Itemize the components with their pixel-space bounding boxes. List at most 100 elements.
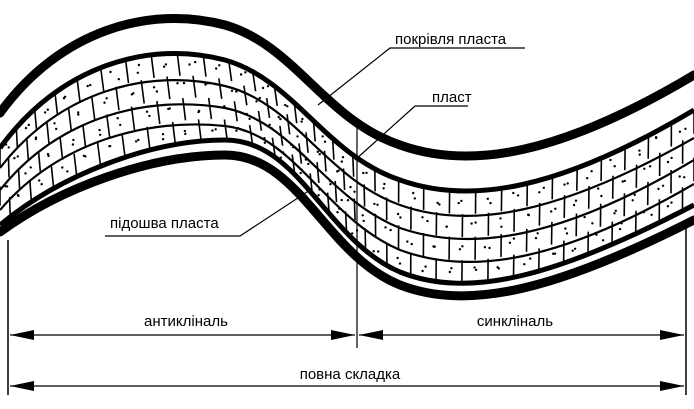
brick-dot xyxy=(66,170,69,173)
brick-dot xyxy=(396,256,399,260)
brick-dot xyxy=(84,155,87,158)
brick-dot xyxy=(683,176,686,179)
brick-dot xyxy=(638,153,641,156)
brick-dot xyxy=(426,219,429,223)
brick-dot xyxy=(317,194,320,197)
brick-joint xyxy=(99,67,105,92)
brick-dot xyxy=(40,183,43,186)
brick-dot xyxy=(176,82,179,85)
brick-dot xyxy=(650,213,653,216)
brick-dot xyxy=(590,170,593,173)
brick-dot xyxy=(618,227,622,231)
brick-joint xyxy=(96,142,102,167)
brick-joint xyxy=(54,92,59,116)
brick-dot xyxy=(609,158,612,162)
brick-dot xyxy=(396,212,400,216)
brick-dot xyxy=(553,252,557,255)
brick-dot xyxy=(595,233,598,236)
brick-dot xyxy=(245,112,248,116)
brick-dot xyxy=(270,127,273,130)
brick-dot xyxy=(46,108,49,111)
brick-dot xyxy=(29,166,32,169)
brick-dot xyxy=(235,90,238,93)
brick-joint xyxy=(115,86,120,111)
brick-dot xyxy=(678,175,681,178)
brick-joint xyxy=(323,150,327,172)
brick-joint xyxy=(182,97,187,121)
brick-joint xyxy=(146,126,151,151)
brick-dot xyxy=(184,132,187,136)
brick-dot xyxy=(436,201,439,205)
brick-dot xyxy=(597,187,600,190)
brick-dot xyxy=(500,225,503,228)
brick-dot xyxy=(633,193,636,196)
brick-joint xyxy=(192,75,197,98)
brick-dot xyxy=(204,83,207,86)
brick-joint xyxy=(363,184,366,207)
brick-dot xyxy=(488,246,491,250)
brick-dot xyxy=(261,86,265,90)
brick-dot xyxy=(230,89,234,93)
brick-joint xyxy=(353,198,356,221)
brick-joint xyxy=(156,100,161,125)
brick-dot xyxy=(512,237,516,240)
brick-joint xyxy=(298,143,303,164)
anticline-label: антикліналь xyxy=(144,313,228,330)
brick-dot xyxy=(474,268,478,272)
brick-dot xyxy=(71,143,75,146)
roof-label: покрівля пласта xyxy=(395,31,507,48)
brick-row-line-1 xyxy=(0,79,694,218)
brick-joint xyxy=(130,106,136,131)
brick-joint xyxy=(197,119,202,142)
brick-joint xyxy=(251,71,257,92)
brick-joint xyxy=(228,60,233,82)
brick-dot xyxy=(413,197,416,200)
brick-dot xyxy=(341,156,345,159)
brick-dot xyxy=(108,144,112,148)
brick-dot xyxy=(77,113,80,116)
brick-joint xyxy=(233,101,238,122)
sole-label: підошва пласта xyxy=(110,215,219,232)
layer-top-edge xyxy=(0,52,694,192)
brick-dot xyxy=(34,137,37,141)
brick-dot xyxy=(565,232,569,235)
brick-joint xyxy=(218,78,223,100)
brick-dot xyxy=(300,120,303,123)
brick-dot xyxy=(678,130,682,133)
brick-dot xyxy=(361,214,364,217)
brick-dot xyxy=(372,250,375,253)
anticline-arrow-left xyxy=(10,330,34,340)
layer-leader-line xyxy=(354,105,468,161)
brick-dot xyxy=(263,141,266,144)
brick-dot xyxy=(167,107,170,111)
brick-dot xyxy=(53,122,56,125)
brick-dot xyxy=(43,111,47,114)
sole-leader-line xyxy=(105,189,311,237)
brick-dot xyxy=(328,179,332,183)
syncline-arrow-right xyxy=(660,330,684,340)
brick-dot xyxy=(657,187,660,191)
brick-dot xyxy=(279,117,282,121)
brick-joint xyxy=(166,76,171,100)
brick-joint xyxy=(150,54,155,79)
brick-dot xyxy=(161,138,165,141)
brick-dot xyxy=(148,114,151,118)
brick-joint xyxy=(76,78,81,102)
brick-dot xyxy=(152,86,156,89)
brick-dot xyxy=(183,129,187,133)
brick-dot xyxy=(346,199,350,202)
brick-dot xyxy=(365,171,368,175)
brick-joint xyxy=(26,139,30,161)
brick-dot xyxy=(373,202,376,206)
brick-dot xyxy=(206,82,209,85)
brick-dot xyxy=(16,155,19,158)
brick-dot xyxy=(286,105,289,108)
brick-dot xyxy=(483,246,487,249)
brick-dot xyxy=(63,95,67,99)
brick-joint xyxy=(171,121,177,145)
brick-dot xyxy=(61,166,64,169)
brick-dot xyxy=(299,171,302,175)
brick-dot xyxy=(301,117,304,121)
brick-dot xyxy=(7,146,10,149)
